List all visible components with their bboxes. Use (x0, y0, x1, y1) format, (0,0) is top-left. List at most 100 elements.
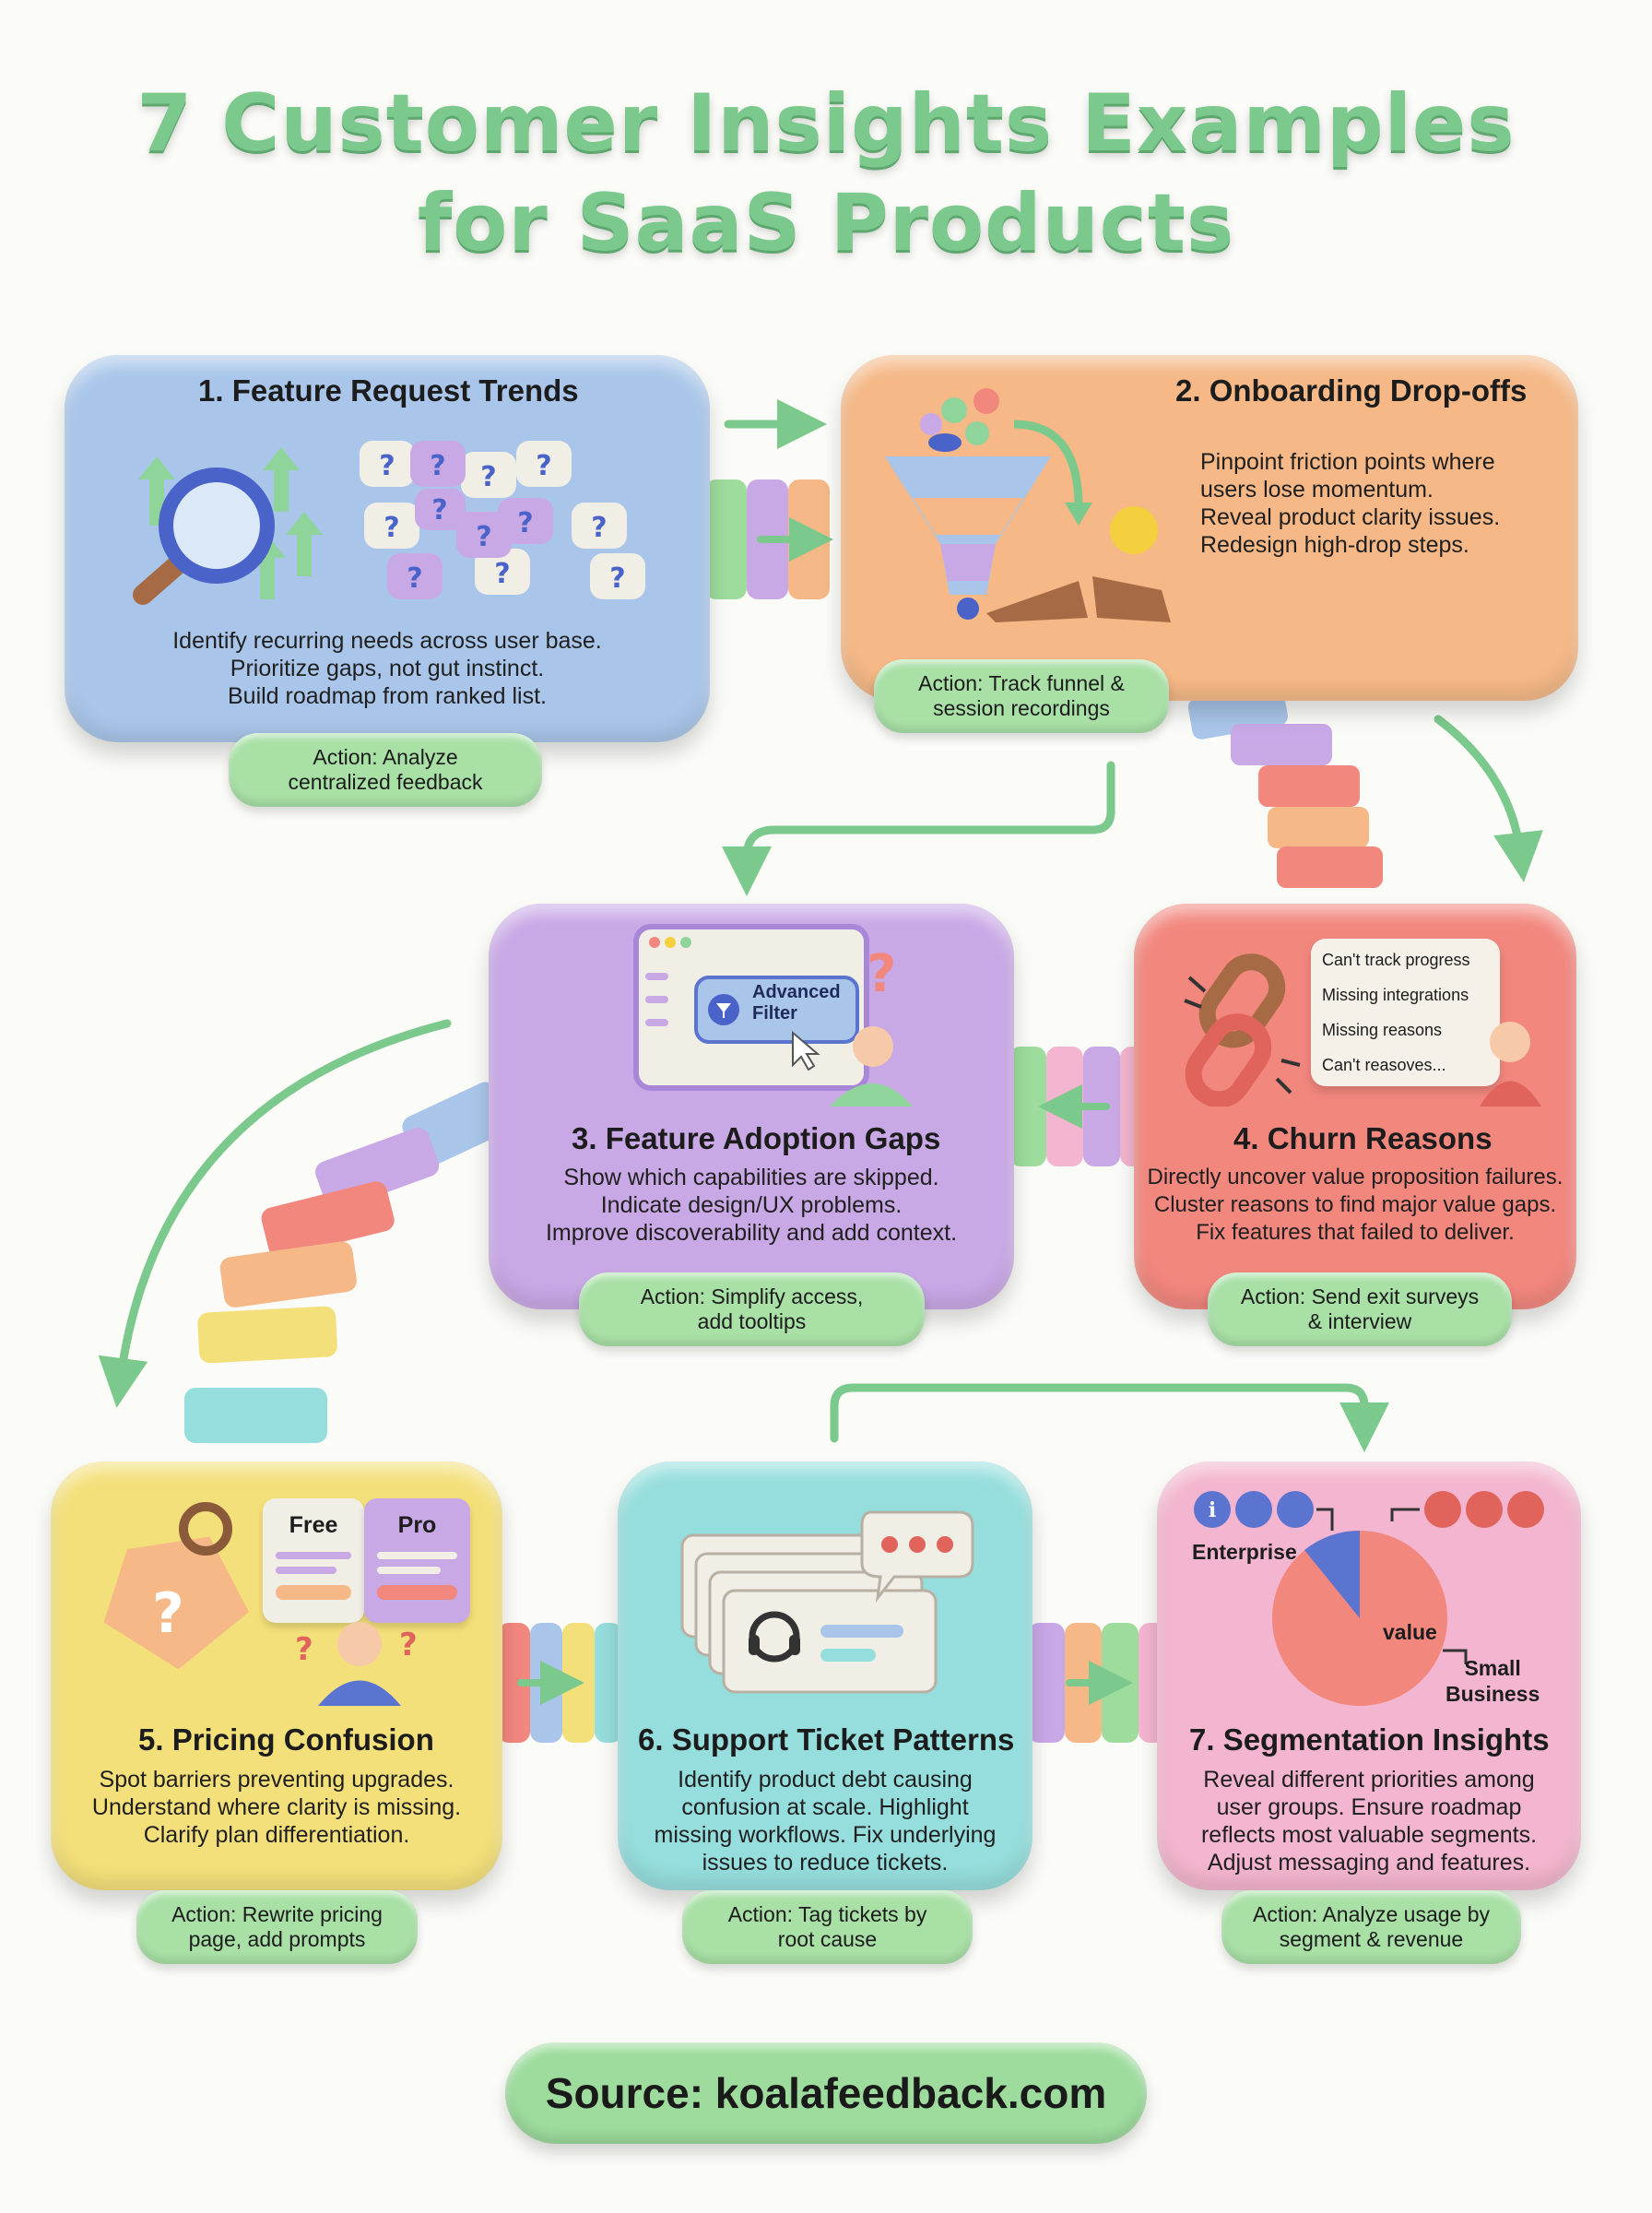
card-7-action-line: segment & revenue (1279, 1927, 1464, 1951)
card-7-body-line: Reveal different priorities among (1203, 1767, 1535, 1793)
magnifier-icon (133, 467, 275, 605)
advanced-filter-line: Advanced (752, 982, 841, 1002)
card-3-body-line: Improve discoverability and add context. (545, 1220, 958, 1246)
svg-text:?: ? (295, 1631, 313, 1668)
card-3-body-line: Indicate design/UX problems. (600, 1192, 903, 1218)
card-5-action-line: Action: Rewrite pricing (171, 1902, 383, 1926)
card-1-action-pill: Action: Analyze centralized feedback (229, 733, 542, 807)
svg-text:?: ? (536, 450, 551, 482)
confused-user-icon: ? ? (295, 1622, 418, 1706)
segment-icons: i (1194, 1491, 1544, 1528)
card-5-body-line: Spot barriers preventing upgrades. (99, 1767, 454, 1793)
card-6-action-line: root cause (777, 1927, 878, 1951)
card-2-body-line: Pinpoint friction points where (1200, 449, 1495, 475)
svg-text:?: ? (431, 494, 447, 527)
cursor-icon (792, 1030, 820, 1071)
card-5-action-pill: Action: Rewrite pricing page, add prompt… (136, 1890, 418, 1964)
card-2-action-pill: Action: Track funnel & session recording… (874, 659, 1169, 733)
card-6-body-line: confusion at scale. Highlight (681, 1794, 969, 1820)
card-1-body-line: Identify recurring needs across user bas… (172, 628, 602, 654)
card-1-body-line: Build roadmap from ranked list. (228, 683, 547, 709)
card-6-body-line: Identify product debt causing (678, 1767, 973, 1793)
up-arrow-icon (286, 512, 323, 576)
free-plan-label: Free (289, 1512, 338, 1538)
up-arrow-icon (263, 447, 300, 512)
headset-icon (749, 1611, 800, 1663)
svg-text:?: ? (384, 512, 399, 544)
card-6-body-line: missing workflows. Fix underlying (654, 1822, 997, 1848)
feature-request-illustration: ???????????? (133, 441, 645, 605)
card-6-title: 6. Support Ticket Patterns (638, 1722, 1015, 1757)
card-7-title: 7. Segmentation Insights (1189, 1722, 1550, 1757)
svg-text:?: ? (379, 450, 395, 482)
card-3-action-line: add tooltips (697, 1309, 807, 1333)
small-business-line: Business (1446, 1682, 1540, 1706)
card-3-action-line: Action: Simplify access, (640, 1284, 864, 1308)
arrow-6-to-7 (830, 1383, 1389, 1452)
card-2-body: Pinpoint friction points where users los… (1200, 448, 1500, 559)
confused-user-icon (830, 1026, 913, 1106)
funnel-illustration (885, 388, 1171, 622)
card-4-body-line: Directly uncover value proposition failu… (1147, 1165, 1564, 1189)
chat-bubble-icon (860, 1510, 974, 1604)
card-7-body-line: user groups. Ensure roadmap (1216, 1794, 1522, 1820)
card-1-action-line: Action: Analyze (313, 745, 458, 769)
small-business-line: Small (1464, 1656, 1521, 1680)
card-2-action-line: Action: Track funnel & (918, 671, 1125, 695)
arrow-3-to-5 (98, 1019, 452, 1408)
question-mark-icon: ? (867, 944, 896, 1004)
svg-text:?: ? (517, 507, 533, 539)
card-1-body: Identify recurring needs across user bas… (101, 627, 673, 710)
churn-reason-item: Can't track progress (1322, 951, 1470, 969)
card-6-action-pill: Action: Tag tickets by root cause (682, 1890, 973, 1964)
pro-plan-label: Pro (397, 1512, 437, 1538)
churn-reason-item: Can't reasoves... (1322, 1056, 1446, 1074)
card-5-title: 5. Pricing Confusion (138, 1722, 434, 1757)
adoption-illustration: ? (633, 924, 913, 1106)
svg-text:?: ? (399, 1627, 418, 1663)
card-6-body-line: issues to reduce tickets. (702, 1850, 949, 1876)
card-5-body: Spot barriers preventing upgrades. Under… (55, 1766, 498, 1849)
sad-face-icon (1110, 506, 1158, 554)
card-2-body-line: users lose momentum. (1200, 477, 1434, 503)
advanced-filter-line: Filter (752, 1003, 797, 1024)
small-business-label: Small Business (1446, 1655, 1540, 1707)
card-5-body-line: Understand where clarity is missing. (91, 1794, 462, 1820)
card-7-body: Reveal different priorities among user g… (1162, 1766, 1576, 1876)
arrow-2-to-3 (722, 761, 1115, 896)
card-2-title: 2. Onboarding Drop-offs (1175, 373, 1528, 408)
churn-reason-item: Missing reasons (1322, 1021, 1443, 1039)
clay-steps-left (184, 1082, 511, 1443)
advanced-filter-label: Advanced Filter (752, 982, 841, 1024)
card-4-body-line: Cluster reasons to find major value gaps… (1153, 1192, 1557, 1217)
svg-text:?: ? (407, 562, 422, 595)
card-3-body: Show which capabilities are skipped. Ind… (498, 1164, 1005, 1247)
card-7-action-line: Action: Analyze usage by (1253, 1902, 1490, 1926)
churn-reasons-list: Can't track progress Missing integration… (1311, 939, 1500, 1086)
card-4-action-pill: Action: Send exit surveys & interview (1208, 1272, 1512, 1346)
free-plan-card: Free (263, 1498, 364, 1623)
svg-text:?: ? (494, 558, 510, 590)
card-4-action-line: & interview (1307, 1309, 1412, 1333)
card-3-title: 3. Feature Adoption Gaps (572, 1121, 941, 1155)
card-2-body-line: Redesign high-drop steps. (1200, 532, 1469, 558)
source-link[interactable]: Source: koalafeedback.com (505, 2042, 1147, 2144)
question-bubble-icons: ???????????? (360, 441, 645, 599)
card-7-action-pill: Action: Analyze usage by segment & reven… (1221, 1890, 1521, 1964)
page-title: 7 Customer Insights Examples for SaaS Pr… (0, 74, 1652, 273)
card-1-action-line: centralized feedback (288, 770, 483, 794)
arrow-2-to-4 (1434, 715, 1543, 882)
card-4-body: Directly uncover value proposition failu… (1139, 1164, 1572, 1247)
up-arrow-icon (138, 456, 175, 526)
card-1-body-line: Prioritize gaps, not gut instinct. (230, 656, 545, 681)
card-5-action-line: page, add prompts (188, 1927, 366, 1951)
card-6-action-line: Action: Tag tickets by (727, 1902, 927, 1926)
card-7-body-line: reflects most valuable segments. (1200, 1822, 1538, 1848)
card-4-action-line: Action: Send exit surveys (1240, 1284, 1480, 1308)
card-2-action-line: session recordings (933, 696, 1110, 720)
svg-text:?: ? (480, 461, 496, 493)
card-4-title: 4. Churn Reasons (1233, 1121, 1493, 1155)
page-title-line2: for SaaS Products (417, 177, 1235, 269)
card-4-body-line: Fix features that failed to deliver. (1196, 1220, 1515, 1245)
card-1-title: 1. Feature Request Trends (198, 373, 579, 408)
